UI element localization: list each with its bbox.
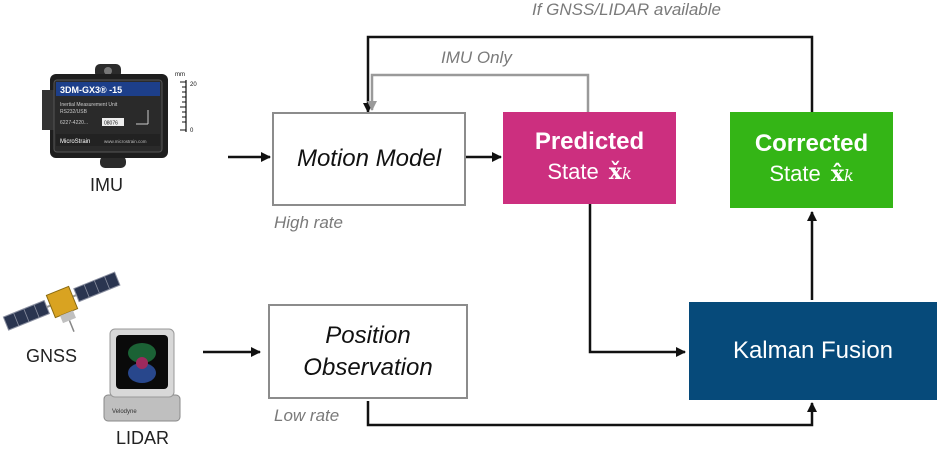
imu-device-image: 3DM-GX3® -15 Inertial Measurement Unit R… — [40, 60, 215, 170]
predicted-subtitle: State x̌k — [547, 157, 631, 189]
imu-scale-top: 20 — [190, 82, 197, 88]
motion-model-block: Motion Model — [272, 112, 466, 206]
imu-device-line1: Inertial Measurement Unit — [60, 102, 118, 108]
imu-device-url: www.microstrain.com — [104, 139, 147, 144]
motion-model-label: Motion Model — [296, 145, 442, 172]
imu-device-brand: MicroStrain — [60, 139, 90, 145]
imu-device-serial: 6227-4220... — [60, 120, 88, 126]
imu-device-name: 3DM-GX3® -15 — [60, 85, 122, 95]
observation-to-kalman-arrow — [366, 401, 817, 427]
corrected-sub-label: State — [769, 161, 821, 186]
imu-label: IMU — [90, 175, 123, 195]
motion-model-rate: High rate — [274, 213, 343, 232]
kalman-fusion-label: Kalman Fusion — [732, 337, 894, 364]
imu-scale-unit: mm — [175, 72, 185, 78]
predicted-state-symbol: x̌ — [608, 159, 622, 185]
predicted-state-subscript: k — [621, 164, 632, 183]
gnss-satellite-image — [0, 262, 125, 342]
corrected-title: Corrected — [754, 130, 869, 157]
predicted-title: Predicted — [534, 128, 645, 155]
corrected-state-subscript: k — [843, 166, 854, 185]
corrected-state-symbol: x̂ — [830, 161, 844, 187]
predicted-state-block: Predicted State x̌k — [503, 112, 676, 204]
gnss-label: GNSS — [26, 346, 78, 366]
gnss-lidar-feedback-line — [363, 35, 814, 113]
imu-device-code: 08076 — [104, 121, 118, 127]
corrected-state-block: Corrected State x̂k — [730, 112, 893, 208]
position-observation-line2: Observation — [303, 353, 433, 381]
position-observation-line1: Position — [325, 321, 411, 349]
imu-only-feedback-line — [367, 73, 590, 112]
lidar-label: LIDAR — [116, 428, 170, 448]
lidar-image: Velodyne — [100, 325, 185, 425]
imu-scale-bottom: 0 — [190, 128, 194, 134]
imu-device-line2: RS232/USB — [60, 109, 88, 115]
predicted-to-kalman-arrow — [588, 203, 686, 357]
position-observation-block: Position Observation — [268, 304, 468, 399]
position-observation-rate: Low rate — [274, 406, 340, 425]
corrected-subtitle: State x̂k — [769, 159, 853, 191]
lidar-brand: Velodyne — [112, 409, 137, 415]
kalman-fusion-block: Kalman Fusion — [689, 302, 937, 400]
imu-only-feedback-label: IMU Only — [441, 48, 512, 67]
predicted-sub-label: State — [547, 159, 599, 184]
gnss-lidar-feedback-label: If GNSS/LIDAR available — [532, 0, 721, 19]
